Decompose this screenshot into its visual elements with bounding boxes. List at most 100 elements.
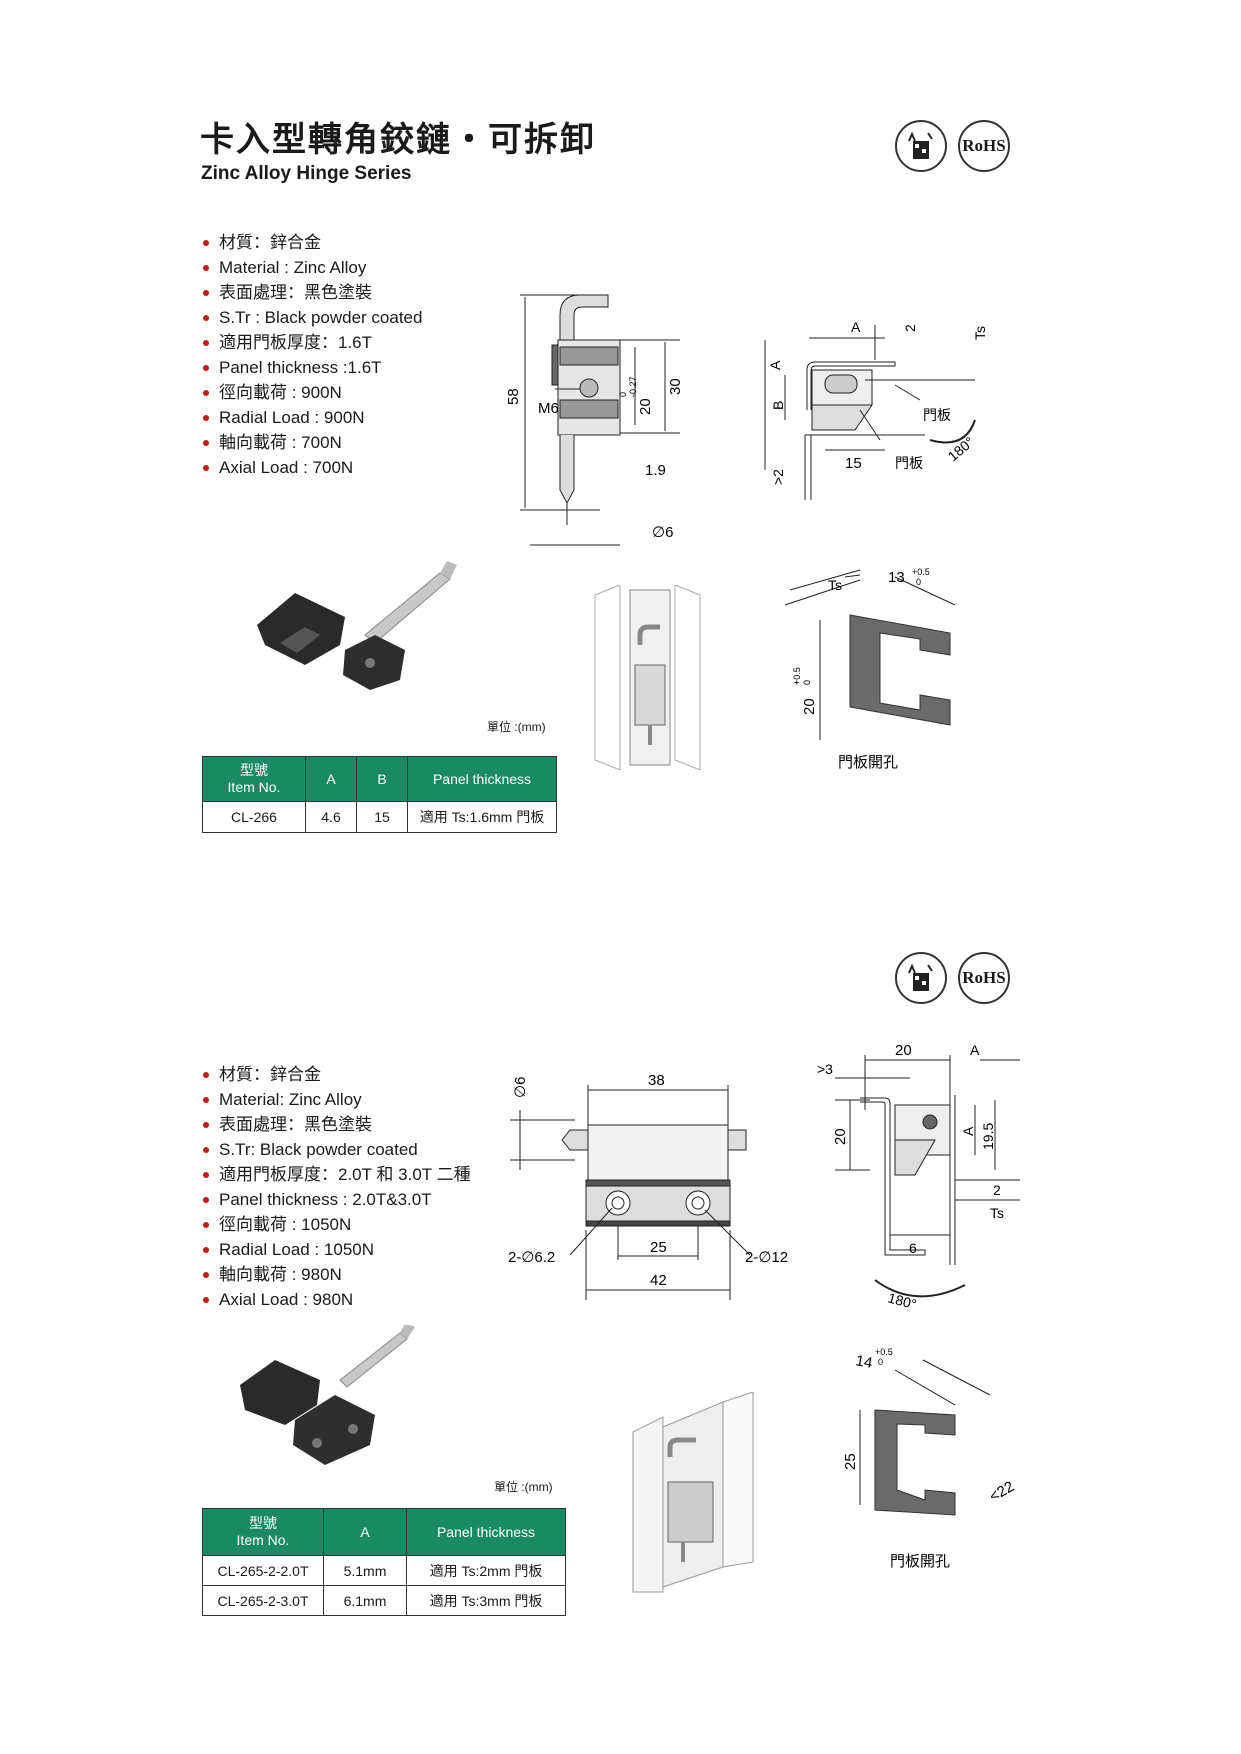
dim-1-9: 1.9: [645, 462, 666, 479]
dim-6: 6: [909, 1240, 917, 1256]
dim-20-top: 20: [895, 1042, 912, 1059]
product1-photo: [257, 561, 457, 690]
tol-bot: -0.27: [628, 376, 638, 397]
spec-item: 軸向載荷 : 980N: [201, 1262, 471, 1287]
spec-item: 材質：鋅合金: [201, 230, 422, 255]
recycle-bin-icon: [895, 952, 947, 1004]
spec-item: S.Tr: Black powder coated: [201, 1137, 471, 1162]
cell-item: CL-266: [202, 801, 306, 833]
table-row: CL-265-2-3.0T 6.1mm 適用 Ts:3mm 門板: [202, 1585, 566, 1616]
product1-front-drawing: 58 M6 0 -0.27 20 30 1.9 ∅6: [505, 294, 684, 546]
dim-a: A: [851, 319, 861, 335]
unit-label: 單位 :(mm): [494, 1480, 553, 1494]
spec-item: Radial Load : 1050N: [201, 1237, 471, 1262]
col-header-panel: Panel thickness: [406, 1508, 566, 1556]
cutout-width-tol-top: +0.5: [912, 567, 930, 577]
spec-item: Radial Load : 900N: [201, 405, 422, 430]
cutout-height-tol-bot: 0: [802, 680, 812, 685]
dim-m6: M6: [538, 400, 559, 417]
product2-side-drawing: 20 A >3 20 A 19.5 2 Ts 6 180°: [817, 1042, 1020, 1312]
product2-front-drawing: ∅6 38 2-∅6.2 2-∅12 25 42: [508, 1072, 788, 1300]
cutout-width-tol-top: +0.5: [875, 1347, 893, 1357]
dim-30: 30: [667, 378, 684, 395]
spec-item: 適用門板厚度：1.6T: [201, 330, 422, 355]
dim-2: 2: [902, 324, 918, 332]
cell-panel: 適用 Ts:2mm 門板: [406, 1555, 566, 1586]
rohs-badge: RoHS: [958, 952, 1010, 1004]
dim-58: 58: [505, 388, 522, 405]
dim-25: 25: [650, 1239, 667, 1256]
col-header-panel: Panel thickness: [407, 756, 557, 802]
product2-installed-illustration: [632, 1392, 754, 1593]
tol-top: 0: [618, 392, 628, 397]
spec-item: 表面處理：黑色塗裝: [201, 280, 422, 305]
cutout-width-tol-bot: 0: [878, 1357, 883, 1367]
table-row: CL-266 4.6 15 適用 Ts:1.6mm 門板: [202, 801, 557, 833]
dim-a-side: A: [960, 1126, 976, 1136]
rotation-label: 180°: [886, 1289, 918, 1312]
dim-15: 15: [845, 455, 862, 472]
page-title-en: Zinc Alloy Hinge Series: [201, 163, 412, 184]
page-title-cn: 卡入型轉角鉸鏈・可拆卸: [200, 120, 596, 160]
spec-item: Axial Load : 700N: [201, 455, 422, 480]
spec-item: Panel thickness : 2.0T&3.0T: [201, 1187, 471, 1212]
cell-panel: 適用 Ts:3mm 門板: [406, 1585, 566, 1616]
spec-item: 軸向載荷 : 700N: [201, 430, 422, 455]
product2-cutout-drawing: 14 +0.5 0 25 <22 門板開孔: [842, 1347, 1018, 1570]
spec-item: 徑向載荷 : 900N: [201, 380, 422, 405]
product1-cutout-drawing: Ts 13 +0.5 0 20 +0.5 0 門板開孔: [784, 567, 956, 771]
cell-panel: 適用 Ts:1.6mm 門板: [407, 801, 557, 833]
door-label-1: 門板: [923, 407, 951, 423]
cell-item: CL-265-2-3.0T: [202, 1585, 324, 1616]
dim-38: 38: [648, 1072, 665, 1089]
cutout-width: 14: [854, 1352, 873, 1372]
product2-photo: [240, 1325, 415, 1465]
spec-item: 材質：鋅合金: [201, 1062, 471, 1087]
product1-installed-illustration: [594, 585, 701, 770]
col-header-a: A: [323, 1508, 407, 1556]
dim-2: 2: [993, 1182, 1001, 1198]
recycle-bin-icon: [895, 120, 947, 172]
dim-hole-small: 2-∅6.2: [508, 1249, 555, 1266]
cutout-width-tol-bot: 0: [916, 577, 921, 587]
dim-b: B: [770, 401, 786, 410]
cutout-caption: 門板開孔: [838, 753, 898, 771]
dim-42: 42: [650, 1272, 667, 1289]
dim-phi6: ∅6: [512, 1077, 529, 1098]
rotation-label: 180°: [945, 433, 977, 464]
dim-19-5: 19.5: [980, 1123, 996, 1150]
unit-label: 單位 :(mm): [487, 720, 546, 734]
dim-hole-big: 2-∅12: [745, 1249, 788, 1266]
cutout-height: 20: [801, 698, 818, 715]
spec-item: Material : Zinc Alloy: [201, 255, 422, 280]
cell-item: CL-265-2-2.0T: [202, 1555, 324, 1586]
table-row: CL-265-2-2.0T 5.1mm 適用 Ts:2mm 門板: [202, 1555, 566, 1586]
spec-item: S.Tr : Black powder coated: [201, 305, 422, 330]
cutout-width: 13: [888, 569, 905, 586]
dim-a-side: A: [767, 360, 783, 370]
door-label-2: 門板: [895, 455, 923, 471]
cutout-caption: 門板開孔: [890, 1552, 950, 1570]
cutout-radius: <22: [987, 1478, 1018, 1505]
dim-phi6: ∅6: [652, 524, 673, 541]
cell-b: 15: [356, 801, 408, 833]
product2-spec-list: 材質：鋅合金 Material: Zinc Alloy 表面處理：黑色塗裝 S.…: [201, 1062, 471, 1312]
spec-item: Panel thickness :1.6T: [201, 355, 422, 380]
dim-ts: Ts: [990, 1205, 1004, 1221]
dim-20: 20: [637, 398, 654, 415]
col-header-b: B: [356, 756, 408, 802]
spec-item: Axial Load : 980N: [201, 1287, 471, 1312]
dim-20-side: 20: [832, 1128, 849, 1145]
dim-gt3: >3: [817, 1061, 833, 1077]
dim-gt2: >2: [770, 469, 786, 485]
rohs-badge: RoHS: [958, 120, 1010, 172]
product1-side-drawing: A A B 2 Ts 15 >2 門板 門板 180°: [764, 319, 988, 500]
col-header-a: A: [305, 756, 357, 802]
cell-a: 6.1mm: [323, 1585, 407, 1616]
product1-spec-list: 材質：鋅合金 Material : Zinc Alloy 表面處理：黑色塗裝 S…: [201, 230, 422, 480]
cell-a: 4.6: [305, 801, 357, 833]
